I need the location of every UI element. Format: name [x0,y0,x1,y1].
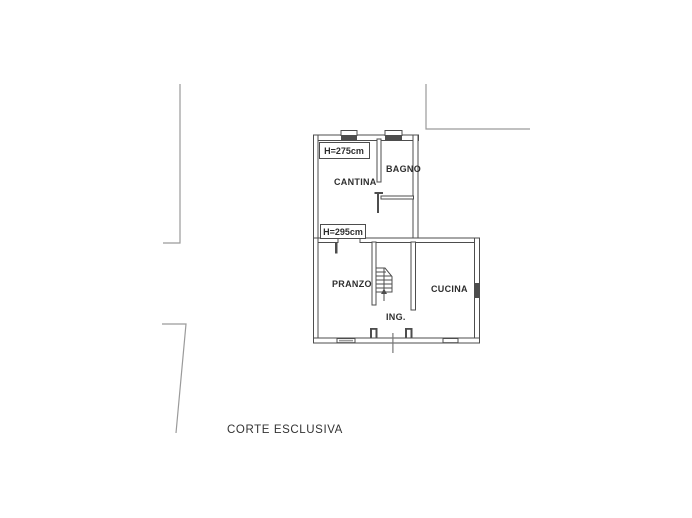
wall-lower-top-right [359,237,480,243]
wall-ing-cucina-partition [410,241,416,311]
boundary-line-top-right [425,84,530,130]
wall-marks [335,135,480,298]
wall-upper-top [313,134,419,141]
stair-arrow-head [381,288,387,294]
wall-pranzo-stair-partition [371,241,377,306]
door-jamb-cap-cantina-bagno [374,192,383,194]
entrance-axis-line [392,333,394,353]
room-label-cucina: CUCINA [431,284,468,294]
window-bottom-1-inner [339,339,353,342]
height-annotation-cantina: H=275cm [318,142,370,159]
boundary-line-left-upper [163,84,181,244]
window-sill-top-1 [341,135,357,141]
wall-bagno-bottom [380,195,414,200]
wall-lower-bottom [313,337,480,344]
entrance-jamb-right-cap [405,328,413,330]
caption-corte-esclusiva: CORTE ESCLUSIVA [227,424,343,436]
boundary-line-left-lower [162,323,187,434]
room-label-bagno: BAGNO [386,164,421,174]
window-bottom-2 [442,338,459,344]
boundary-lines [162,84,530,434]
height-annotation-pranzo: H=295cm [320,224,366,239]
wall-cantina-bagno-partition [376,138,382,183]
room-label-cantina: CANTINA [334,177,377,187]
door-jamb-stub-cantina-bagno [377,194,379,213]
room-label-pranzo: PRANZO [332,279,372,289]
entrance-jamb-right-a [405,328,407,339]
windows [336,130,459,344]
entrance-door [370,328,413,353]
entrance-jamb-right-b [410,328,413,339]
window-box-top-1 [340,130,358,136]
room-label-ingresso: ING. [386,312,406,322]
wall-upper-right [412,134,419,243]
entrance-jamb-left-a [370,328,372,339]
staircase [375,267,393,301]
door-jamb-stub-cantina-pranzo [335,242,338,254]
window-right-cucina [474,283,480,298]
entrance-jamb-left-b [375,328,378,339]
wall-lower-left [313,237,319,344]
window-sill-top-2 [385,135,402,141]
entrance-jamb-left-cap [370,328,378,330]
window-box-top-2 [384,130,403,136]
wall-upper-left [313,134,319,243]
